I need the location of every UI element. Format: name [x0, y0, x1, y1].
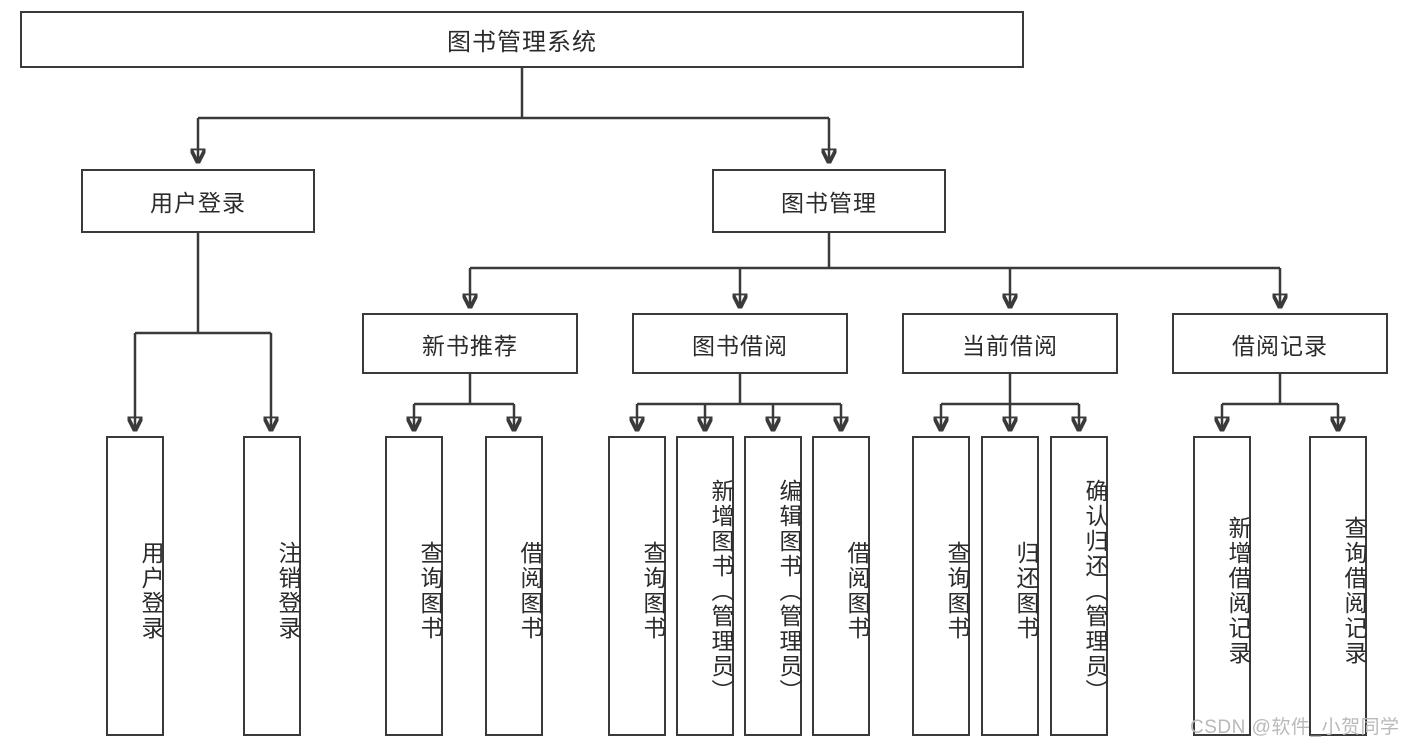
node-label: 图书借阅 — [692, 332, 788, 359]
leaf-query-book-current[interactable]: 查询图书 — [912, 436, 970, 736]
leaf-borrow-book-recommend[interactable]: 借阅图书 — [485, 436, 543, 736]
node-label: 注销登录 — [275, 541, 301, 641]
node-label: 用户登录 — [138, 541, 164, 641]
node-label: 借阅记录 — [1232, 332, 1328, 359]
node-label: 图书管理系统 — [447, 29, 597, 56]
node-label: 用户登录 — [150, 190, 246, 216]
leaf-user-logout[interactable]: 注销登录 — [243, 436, 301, 736]
node-new-book-recommend[interactable]: 新书推荐 — [362, 313, 578, 374]
leaf-return-book[interactable]: 归还图书 — [981, 436, 1039, 736]
node-label: 新书推荐 — [422, 332, 518, 359]
leaf-add-borrow-record[interactable]: 新增借阅记录 — [1193, 436, 1251, 736]
leaf-query-borrow-record[interactable]: 查询借阅记录 — [1309, 436, 1367, 736]
node-book-management[interactable]: 图书管理 — [712, 169, 946, 233]
node-label: 查询图书 — [944, 541, 970, 641]
node-label: 新增借阅记录 — [1225, 516, 1251, 666]
node-borrow-record[interactable]: 借阅记录 — [1172, 313, 1388, 374]
node-label: 查询图书 — [417, 541, 443, 641]
node-label: 查询图书 — [640, 541, 666, 641]
leaf-confirm-return-admin[interactable]: 确认归还（管理员） — [1050, 436, 1108, 736]
leaf-query-book-recommend[interactable]: 查询图书 — [385, 436, 443, 736]
leaf-user-login[interactable]: 用户登录 — [106, 436, 164, 736]
node-label: 借阅图书 — [844, 541, 870, 641]
node-label: 编辑图书（管理员） — [776, 478, 802, 704]
node-label: 归还图书 — [1013, 541, 1039, 641]
leaf-query-book-borrow[interactable]: 查询图书 — [608, 436, 666, 736]
csdn-watermark: CSDN @软件_小贺同学 — [1190, 717, 1400, 738]
node-book-borrow[interactable]: 图书借阅 — [632, 313, 848, 374]
leaf-add-book-admin[interactable]: 新增图书（管理员） — [676, 436, 734, 736]
leaf-borrow-book[interactable]: 借阅图书 — [812, 436, 870, 736]
node-label: 图书管理 — [781, 190, 877, 216]
node-label: 查询借阅记录 — [1341, 516, 1367, 666]
node-user-login[interactable]: 用户登录 — [81, 169, 315, 233]
node-current-borrow[interactable]: 当前借阅 — [902, 313, 1118, 374]
node-label: 借阅图书 — [517, 541, 543, 641]
leaf-edit-book-admin[interactable]: 编辑图书（管理员） — [744, 436, 802, 736]
node-root-library-system[interactable]: 图书管理系统 — [20, 11, 1024, 68]
node-label: 确认归还（管理员） — [1082, 478, 1108, 704]
node-label: 当前借阅 — [962, 332, 1058, 359]
node-label: 新增图书（管理员） — [708, 478, 734, 704]
